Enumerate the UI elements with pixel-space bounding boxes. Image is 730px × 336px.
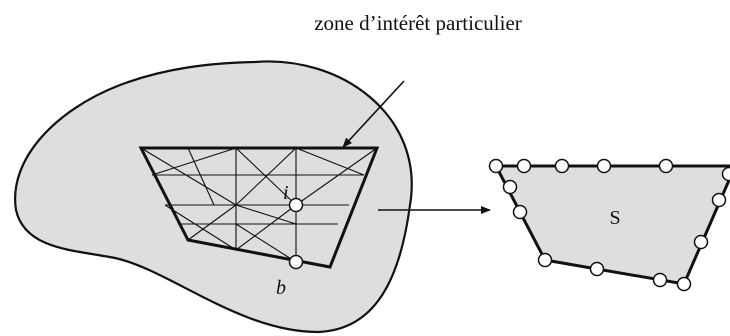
boundary-node [596,158,612,174]
boundary-node [502,179,518,195]
boundary-node [589,261,605,277]
pointer-arrow [342,80,405,148]
boundary-nodes [488,158,730,292]
region-label-s: S [609,207,620,229]
node-i [288,197,304,213]
boundary-node [554,158,570,174]
boundary-node [658,158,674,174]
boundary-node [711,192,727,208]
boundary-node [676,276,692,292]
boundary-node [537,252,553,268]
mesh-zone-outline [138,146,380,269]
subdomain-s [496,166,730,284]
boundary-node [516,158,532,174]
node-label-i: i [283,182,289,204]
boundary-node [652,272,668,288]
boundary-node [488,158,504,174]
node-label-b: b [276,277,286,299]
domain-blob [14,60,413,334]
node-b [288,254,304,270]
diagram-title: zone d’intérêt particulier [314,11,522,35]
boundary-node [721,166,730,182]
mesh-lines [140,147,378,263]
boundary-node [693,234,709,250]
boundary-node [512,204,528,220]
